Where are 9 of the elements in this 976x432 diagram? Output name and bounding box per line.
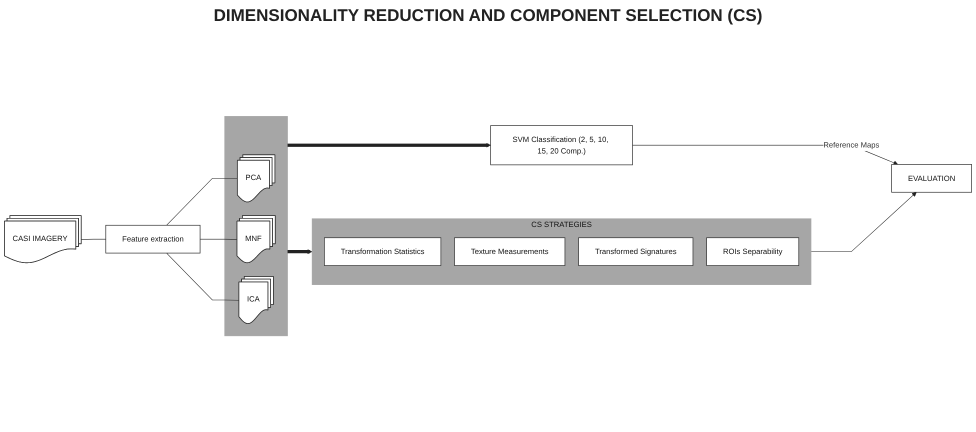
connector [166, 178, 238, 226]
arrow [288, 249, 312, 254]
arrow [810, 192, 917, 252]
connector [166, 252, 240, 300]
arrow [288, 142, 491, 148]
cluster [224, 116, 288, 336]
connector [81, 238, 106, 240]
connector [200, 238, 238, 240]
diagram-title: DIMENSIONALITY REDUCTION AND COMPONENT SELECTION (CS) [212, 5, 764, 27]
